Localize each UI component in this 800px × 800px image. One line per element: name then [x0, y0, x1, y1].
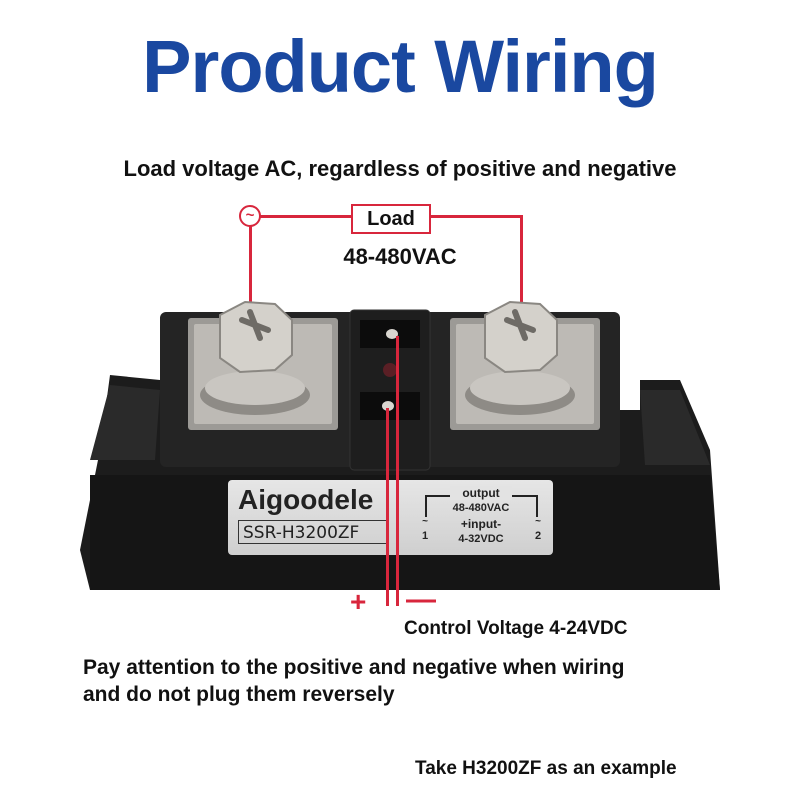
load-wire-left-down [249, 226, 252, 318]
load-wire-top-left [260, 215, 352, 218]
control-wire-positive [386, 408, 389, 606]
solid-state-relay [70, 300, 730, 600]
relay-illustration [80, 300, 720, 590]
warning-line-1: Pay attention to the positive and negati… [83, 656, 625, 679]
spec-input-label: +input- [460, 517, 502, 531]
product-label: Aigoodele SSR-H3200ZF output 48-480VAC +… [228, 480, 553, 555]
load-voltage-note: Load voltage AC, regardless of positive … [123, 156, 677, 181]
brand-name: Aigoodele [238, 484, 374, 515]
terminal-1-label: 1 [421, 530, 429, 542]
warning-line-2: and do not plug them reversely [83, 683, 395, 706]
spec-output-label: output [450, 486, 512, 500]
load-wire-top-right [430, 215, 523, 218]
model-number: SSR-H3200ZF [238, 520, 388, 544]
page-title: Product Wiring [142, 25, 659, 108]
example-note: Take H3200ZF as an example [415, 758, 677, 779]
spec-input-value: 4-32VDC [458, 533, 504, 545]
spec-output-value: 48-480VAC [452, 502, 510, 514]
ac-source-icon: ~ [239, 205, 261, 227]
negative-symbol: — [406, 583, 436, 616]
terminal-1-symbol: ~ [422, 516, 428, 527]
load-voltage: 48-480VAC [343, 244, 457, 269]
load-wire-right-down [520, 215, 523, 315]
load-box: Load [351, 204, 431, 234]
control-voltage-label: Control Voltage 4-24VDC [404, 618, 628, 639]
terminal-2-symbol: ~ [535, 516, 541, 527]
control-wire-negative [396, 336, 399, 606]
positive-symbol: + [350, 586, 367, 617]
polarity-warning: Pay attention to the positive and negati… [83, 654, 783, 708]
terminal-2-label: 2 [534, 530, 542, 542]
